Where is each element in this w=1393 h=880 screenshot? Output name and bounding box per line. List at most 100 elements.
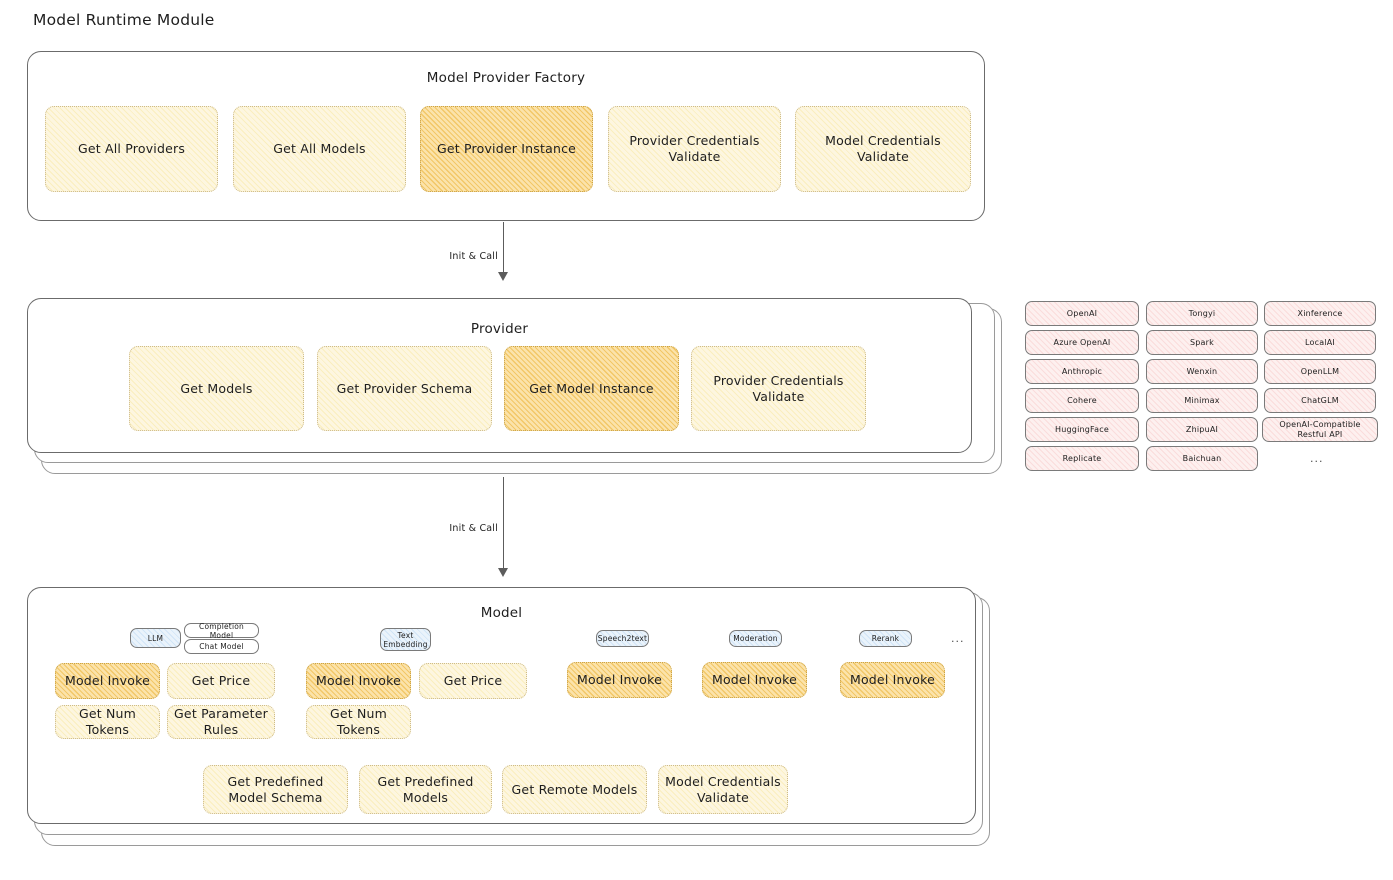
model-title: Model [480, 605, 523, 621]
model-method-rerank-model-invoke[interactable]: Model Invoke [840, 662, 945, 698]
model-method-llm-get-price[interactable]: Get Price [167, 663, 275, 699]
provider-chip-azure-openai[interactable]: Azure OpenAI [1025, 330, 1139, 355]
model-shared-method-get-predefined-models[interactable]: Get Predefined Models [359, 765, 492, 814]
model-method-moderation-model-invoke[interactable]: Model Invoke [702, 662, 807, 698]
chip-label: Wenxin [1186, 366, 1218, 376]
chip-label: Cohere [1067, 395, 1097, 405]
provider-chip-baichuan[interactable]: Baichuan [1146, 446, 1258, 471]
chip-label: Replicate [1062, 453, 1102, 463]
node-label: Get Parameter Rules [174, 706, 268, 737]
model-subbadge-completion-model[interactable]: Completion Model [184, 621, 259, 640]
model-shared-method-get-remote-models[interactable]: Get Remote Models [502, 765, 647, 814]
provider-chip-anthropic[interactable]: Anthropic [1025, 359, 1139, 384]
node-label: Get Model Instance [529, 380, 654, 396]
arrow-provider-to-model-line [503, 477, 505, 572]
node-label: Get Models [180, 380, 253, 396]
chip-label: LocalAI [1305, 337, 1335, 347]
model-badge-speech2text[interactable]: Speech2text [596, 630, 649, 647]
subbadge-label: Completion Model [199, 621, 244, 640]
provider-chip-minimax[interactable]: Minimax [1146, 388, 1258, 413]
node-label: Get Provider Schema [336, 380, 473, 396]
provider-chip-spark[interactable]: Spark [1146, 330, 1258, 355]
node-label: Model Credentials Validate [665, 773, 781, 805]
chip-label: Anthropic [1061, 366, 1103, 376]
factory-node-get-all-models[interactable]: Get All Models [233, 106, 406, 192]
model-provider-factory-title: Model Provider Factory [426, 70, 586, 86]
provider-chip-localai[interactable]: LocalAI [1264, 330, 1376, 355]
node-label: Get Provider Instance [436, 141, 577, 156]
chip-label: ZhipuAI [1185, 424, 1219, 434]
factory-node-get-provider-instance[interactable]: Get Provider Instance [420, 106, 593, 192]
provider-node-get-provider-schema[interactable]: Get Provider Schema [317, 346, 492, 431]
node-label: Provider Credentials Validate [713, 372, 844, 404]
provider-chip-openai-compatible-restful-api[interactable]: OpenAI-Compatible Restful API [1262, 417, 1378, 442]
model-method-llm-get-num-tokens[interactable]: Get Num Tokens [55, 705, 160, 739]
chip-label: ChatGLM [1301, 395, 1339, 405]
node-label: Get Price [191, 673, 251, 688]
chip-label: HuggingFace [1055, 424, 1109, 434]
node-label: Model Credentials Validate [825, 133, 941, 164]
badge-label: LLM [147, 633, 164, 643]
node-label: Model Invoke [849, 672, 936, 687]
factory-node-provider-credentials-validate[interactable]: Provider Credentials Validate [608, 106, 781, 192]
provider-chip-xinference[interactable]: Xinference [1264, 301, 1376, 326]
provider-chip-tongyi[interactable]: Tongyi [1146, 301, 1258, 326]
node-label: Provider Credentials Validate [629, 133, 760, 164]
node-label: Get Predefined Model Schema [227, 773, 324, 805]
factory-node-get-all-providers[interactable]: Get All Providers [45, 106, 218, 192]
chip-label: OpenLLM [1300, 366, 1340, 376]
node-label: Model Invoke [315, 673, 402, 688]
model-badge-moderation[interactable]: Moderation [729, 630, 782, 647]
node-label: Model Invoke [576, 672, 663, 687]
model-shared-method-model-credentials-validate[interactable]: Model Credentials Validate [658, 765, 788, 814]
provider-chip-huggingface[interactable]: HuggingFace [1025, 417, 1139, 442]
model-method-text-embedding-get-price[interactable]: Get Price [419, 663, 527, 699]
model-badge-text-embedding[interactable]: Text Embedding [380, 628, 431, 651]
provider-chip-zhipuai[interactable]: ZhipuAI [1146, 417, 1258, 442]
node-label: Get Num Tokens [78, 706, 137, 737]
provider-chip-openai[interactable]: OpenAI [1025, 301, 1139, 326]
arrow-factory-to-provider-line [503, 222, 505, 276]
model-method-speech2text-model-invoke[interactable]: Model Invoke [567, 662, 672, 698]
model-shared-method-get-predefined-model-schema[interactable]: Get Predefined Model Schema [203, 765, 348, 814]
arrow-provider-to-model-head [498, 568, 508, 577]
chip-label: Baichuan [1182, 453, 1222, 463]
badge-label: Speech2text [597, 634, 648, 643]
provider-node-get-models[interactable]: Get Models [129, 346, 304, 431]
provider-chip-wenxin[interactable]: Wenxin [1146, 359, 1258, 384]
provider-node-provider-credentials-validate[interactable]: Provider Credentials Validate [691, 346, 866, 431]
model-method-text-embedding-model-invoke[interactable]: Model Invoke [306, 663, 411, 699]
chip-label: Minimax [1184, 395, 1220, 405]
model-subbadge-chat-model[interactable]: Chat Model [184, 639, 259, 654]
model-badge-rerank[interactable]: Rerank [859, 630, 912, 647]
model-method-llm-get-parameter-rules[interactable]: Get Parameter Rules [167, 705, 275, 739]
badge-label: Moderation [733, 634, 778, 643]
model-method-text-embedding-get-num-tokens[interactable]: Get Num Tokens [306, 705, 411, 739]
model-badge-llm[interactable]: LLM [130, 628, 181, 648]
node-label: Model Invoke [64, 673, 151, 688]
chip-label: Xinference [1297, 308, 1343, 318]
factory-node-model-credentials-validate[interactable]: Model Credentials Validate [795, 106, 971, 192]
chip-label: OpenAI [1066, 308, 1098, 318]
chip-label: OpenAI-Compatible Restful API [1279, 419, 1361, 439]
provider-chip-openllm[interactable]: OpenLLM [1264, 359, 1376, 384]
provider-node-get-model-instance[interactable]: Get Model Instance [504, 346, 679, 431]
provider-chip-replicate[interactable]: Replicate [1025, 446, 1139, 471]
node-label: Get All Models [273, 141, 366, 156]
node-label: Get All Providers [77, 141, 186, 156]
node-label: Model Invoke [711, 672, 798, 687]
chip-label: Spark [1190, 337, 1214, 347]
arrow-provider-to-model-label: Init & Call [449, 523, 498, 534]
arrow-factory-to-provider-label: Init & Call [449, 251, 498, 262]
model-capabilities-ellipsis: ... [951, 632, 965, 645]
node-label: Get Remote Models [511, 781, 638, 797]
badge-label: Rerank [871, 634, 900, 643]
provider-chip-chatglm[interactable]: ChatGLM [1264, 388, 1376, 413]
model-method-llm-model-invoke[interactable]: Model Invoke [55, 663, 160, 699]
provider-chip-cohere[interactable]: Cohere [1025, 388, 1139, 413]
node-label: Get Num Tokens [329, 706, 388, 737]
node-label: Get Predefined Models [377, 773, 474, 805]
provider-title: Provider [470, 321, 529, 337]
arrow-factory-to-provider-head [498, 272, 508, 281]
